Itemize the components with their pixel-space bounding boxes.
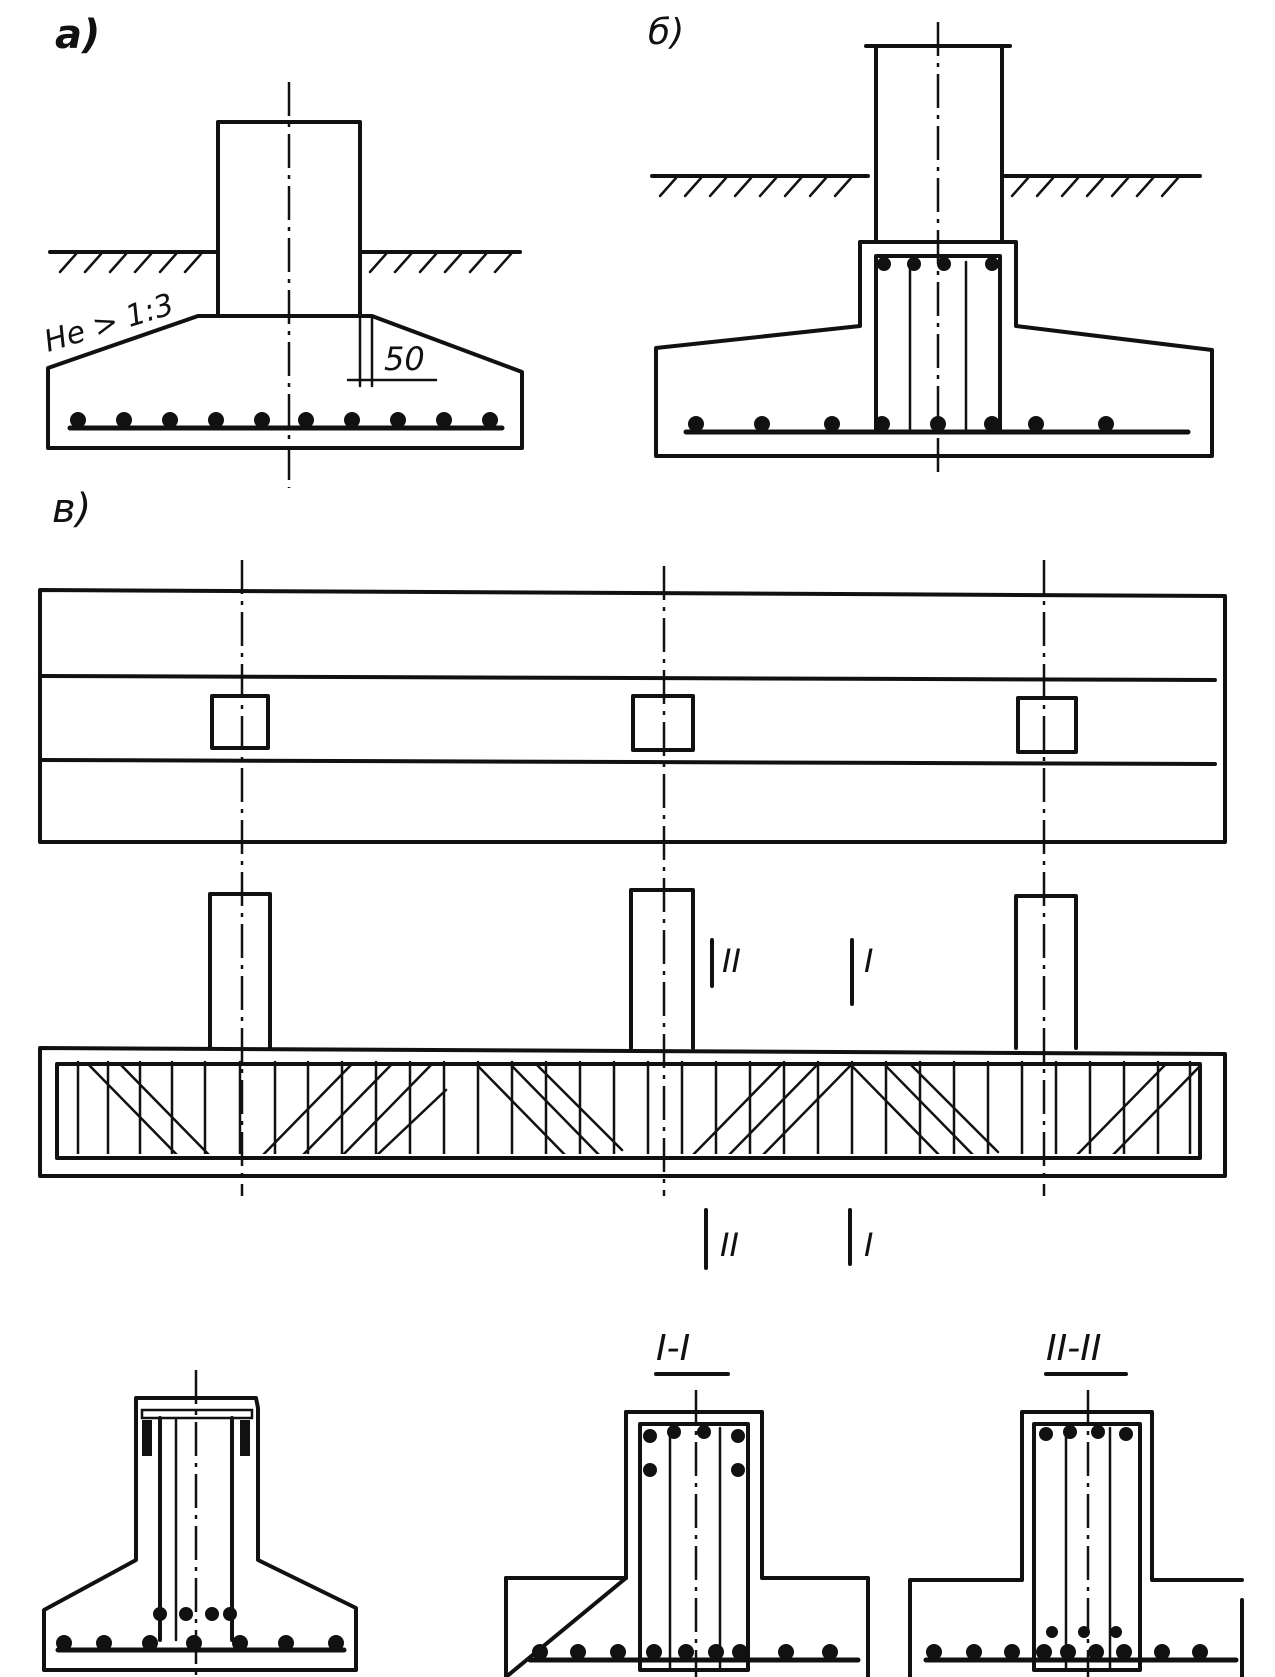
section-trapezoid — [42, 1370, 358, 1677]
section-marks: II I II I — [704, 938, 873, 1270]
panel-c-label: в) — [52, 486, 91, 532]
section-mark-top-left: II — [722, 942, 741, 980]
section-mark-top-right: I — [864, 942, 873, 980]
foundation-beam — [38, 1046, 1227, 1178]
section-mark-bottom-left: II — [720, 1226, 739, 1264]
section-title-1: I-I — [656, 1328, 690, 1369]
column-plan-1 — [210, 694, 270, 750]
panel-b-label: б) — [648, 12, 684, 53]
footing-b — [654, 240, 1214, 458]
rebar-b — [688, 416, 1114, 432]
panel-a-label: а) — [55, 12, 100, 58]
footing-a — [46, 314, 524, 450]
section-title-2: II-II — [1046, 1328, 1101, 1369]
panel-a: а) Не > 1:3 50 — [40, 12, 524, 488]
section-1: I-I — [504, 1328, 870, 1677]
section-2: II-II — [908, 1328, 1244, 1677]
column-plan-3 — [1016, 696, 1078, 754]
elevation-view — [38, 888, 1227, 1178]
beam-reinforcement — [76, 1060, 1200, 1154]
panel-b: б) — [648, 12, 1214, 478]
dimension-50: 50 — [384, 340, 425, 378]
panel-c: в) — [38, 486, 1244, 1677]
rebar-a — [70, 412, 498, 428]
section-mark-bottom-right: I — [864, 1226, 873, 1264]
plan-view — [38, 588, 1227, 844]
